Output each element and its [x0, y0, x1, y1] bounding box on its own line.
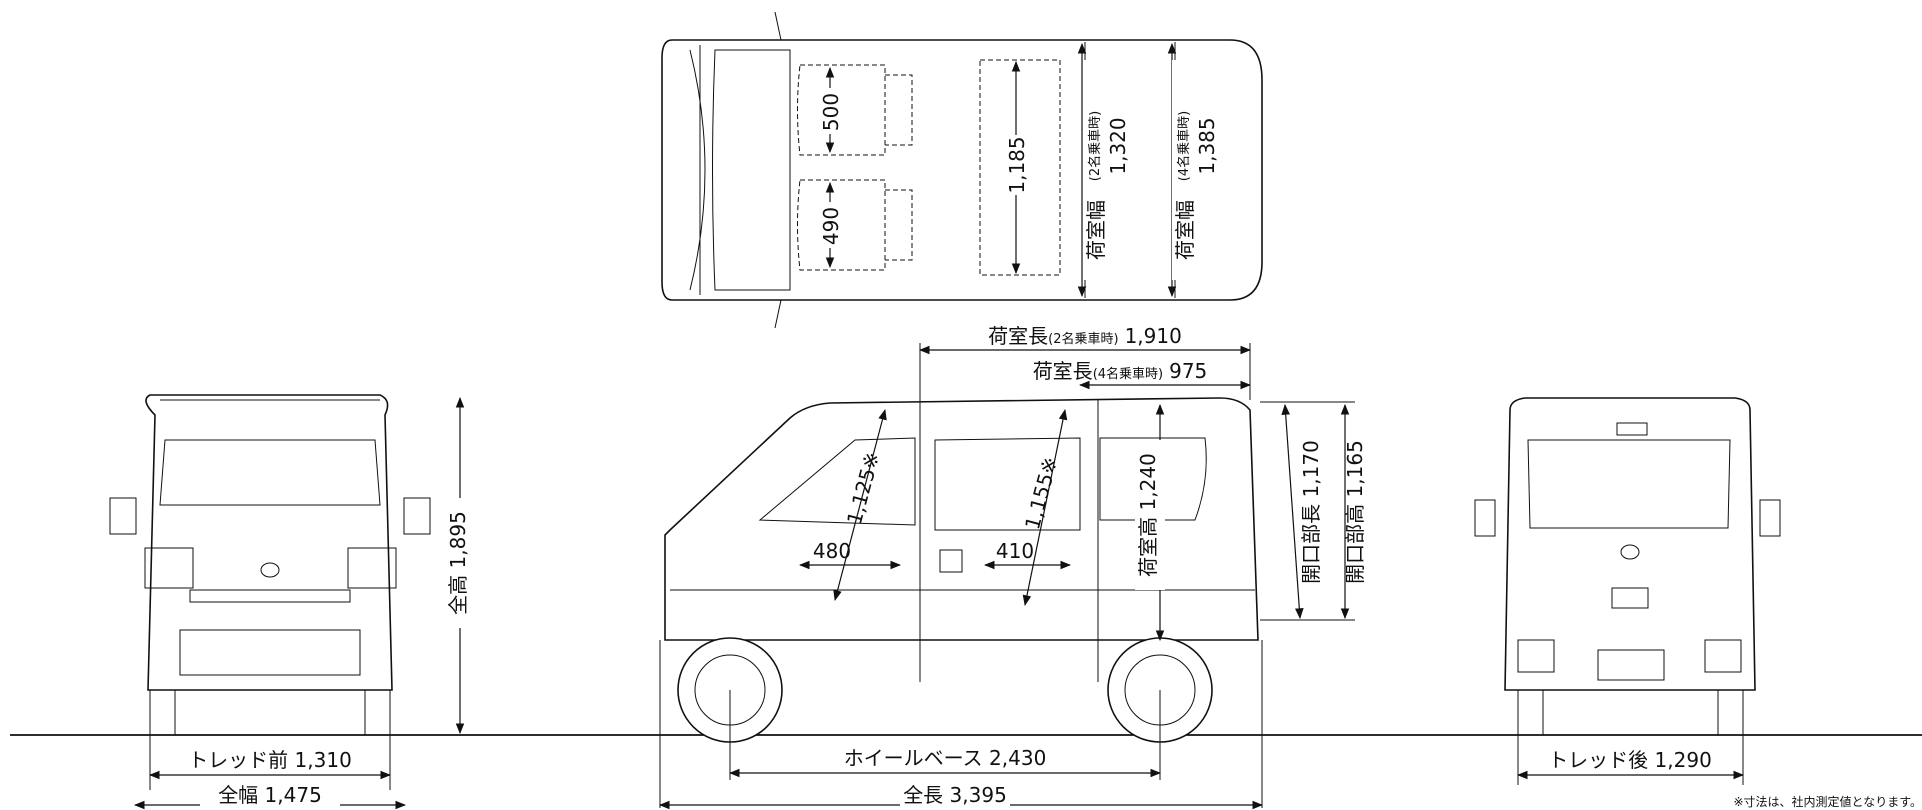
front-view: 全高 1,895 トレッド前 1,310 全幅 1,475: [109, 394, 474, 810]
cargo-length-2-label: 荷室長(2名乗車時)1,910: [988, 324, 1182, 348]
slide-door-step-label: 410: [996, 539, 1034, 563]
cargo-height-label: 荷室高 1,240: [1136, 453, 1160, 577]
rear-view: トレッド後 1,290: [1474, 397, 1781, 785]
seat-rear-width-label: 490: [819, 207, 843, 245]
overall-height-label: 全高 1,895: [446, 511, 470, 615]
top-view: 500 490 1,185 荷室幅 (2名乗車時) 1,320 荷室幅 (4名乗…: [661, 11, 1263, 329]
tread-rear-label: トレッド後 1,290: [1548, 748, 1712, 772]
cargo-width-4-value: 1,385: [1195, 117, 1219, 174]
tread-front-label: トレッド前 1,310: [188, 748, 352, 772]
cargo-width-4-note: (4名乗車時): [1176, 111, 1192, 181]
front-door-step-label: 480: [813, 539, 851, 563]
cargo-width-2-note: (2名乗車時): [1087, 111, 1103, 181]
seat-front-width-label: 500: [819, 93, 843, 131]
side-view: 荷室長(2名乗車時)1,910 荷室長(4名乗車時)975 1,125※ 1,1…: [658, 324, 1367, 810]
footnote: ※寸法は、社内測定値となります。: [1733, 795, 1922, 809]
opening-height-label: 開口部高 1,165: [1343, 440, 1367, 584]
cargo-width-2-label: 荷室幅: [1084, 200, 1108, 260]
opening-length-label: 開口部長 1,170: [1299, 440, 1323, 584]
cargo-width-inner-label: 1,185: [1005, 136, 1029, 193]
cargo-width-4-label: 荷室幅: [1173, 200, 1197, 260]
overall-length-label: 全長 3,395: [903, 783, 1007, 807]
cargo-width-2-value: 1,320: [1106, 117, 1130, 174]
cargo-length-4-label: 荷室長(4名乗車時)975: [1033, 359, 1208, 383]
wheelbase-label: ホイールベース 2,430: [844, 746, 1047, 770]
overall-width-label: 全幅 1,475: [218, 783, 322, 807]
